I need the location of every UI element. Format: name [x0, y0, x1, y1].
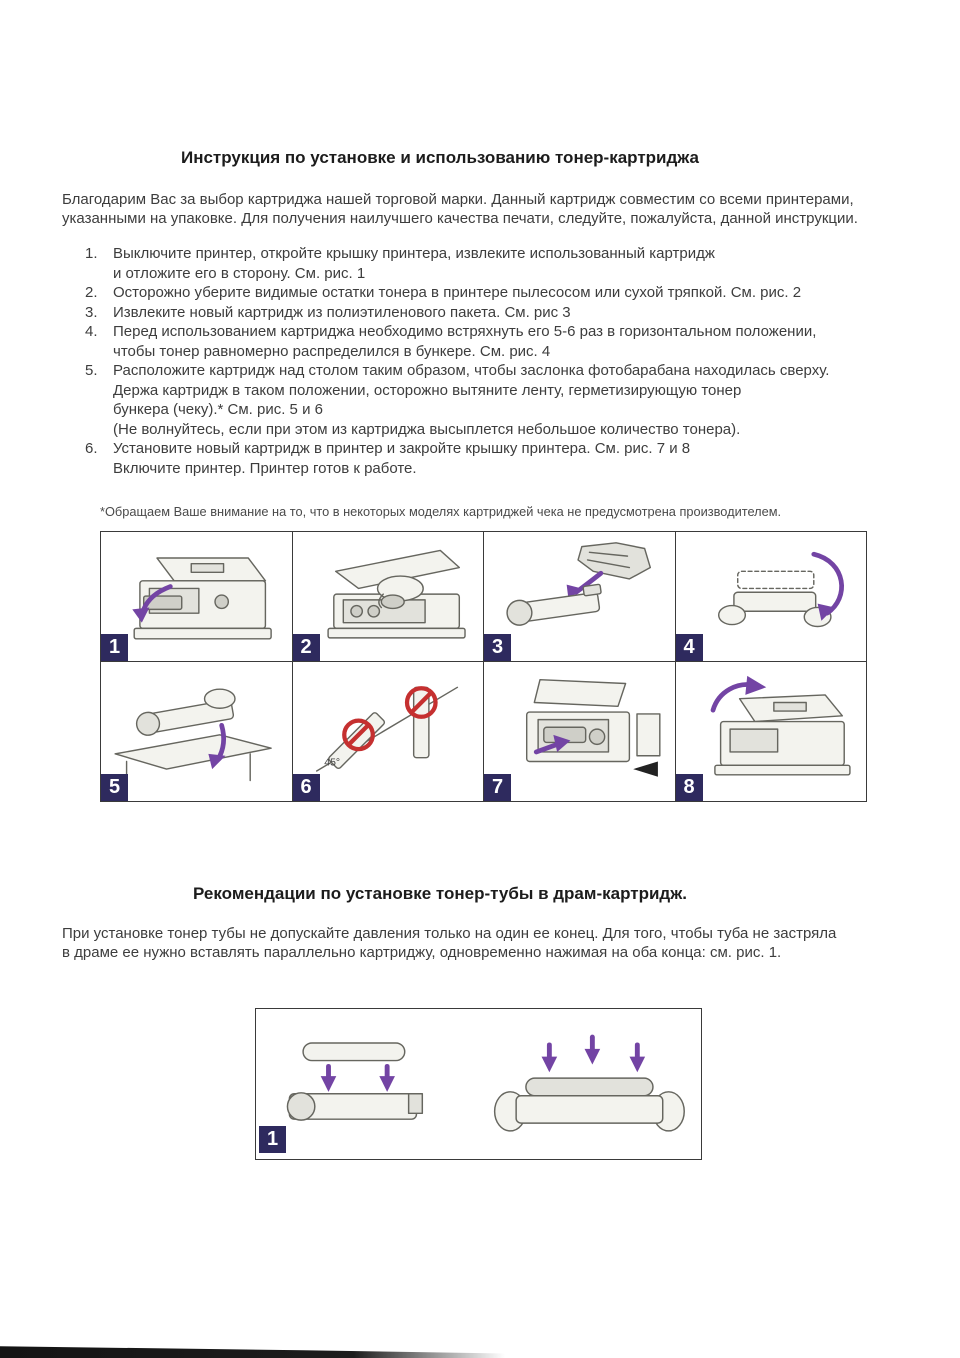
purple-curved-arrow-icon: [710, 675, 766, 713]
detail-part-icon: [636, 712, 661, 756]
step-item-6: 6. Установите новый картридж в принтер и…: [85, 439, 920, 478]
step-number: 3.: [85, 303, 98, 321]
figure-cell-4: 4: [675, 532, 867, 662]
figure-number-badge: 4: [675, 634, 703, 661]
step-text: Перед использованием картриджа необходим…: [113, 323, 817, 360]
unpack-cartridge-illustration: [506, 541, 652, 626]
pull-seal-tape-illustration: [114, 688, 273, 785]
figure-number-badge: 1: [101, 634, 128, 661]
footnote: *Обращаем Ваше внимание на то, что в нек…: [100, 504, 782, 519]
figure-grid: 1 2: [100, 531, 867, 802]
close-printer-lid-illustration: [710, 675, 851, 775]
purple-arrow-icon: [629, 1042, 645, 1073]
figure-cell-2: 2: [292, 532, 484, 662]
purple-curved-arrow-icon: [811, 551, 844, 621]
figure-number-badge: 5: [101, 774, 128, 801]
step-item-3: 3. Извлеките новый картридж из полиэтиле…: [85, 303, 920, 323]
drum-cartridge-icon: [514, 1077, 663, 1124]
figure-cell-6: 45° 6: [292, 662, 484, 802]
step-item-2: 2. Осторожно уберите видимые остатки тон…: [85, 283, 920, 303]
figure-cell-7: 7: [484, 662, 676, 802]
hand-icon: [204, 688, 236, 709]
step-text: Извлеките новый картридж из полиэтиленов…: [113, 303, 571, 321]
figure-cell-1: 1: [101, 532, 293, 662]
cloth-icon: [380, 593, 405, 609]
figure-box-drum: 1: [255, 1008, 702, 1160]
step-number: 1.: [85, 245, 98, 262]
step-text: Установите новый картридж в принтер и за…: [113, 440, 691, 477]
figure-cell-5: 5: [101, 662, 293, 802]
step-number: 4.: [85, 323, 98, 340]
purple-arrow-icon: [534, 734, 571, 754]
figure-number-badge: 1: [259, 1126, 286, 1153]
step-text: Расположите картридж над столом таким об…: [113, 362, 830, 438]
purple-arrow-icon: [541, 1042, 557, 1073]
step-item-5: 5. Расположите картридж над столом таким…: [85, 361, 920, 439]
prohibition-sign-icon: [341, 717, 375, 751]
step-item-1: 1. Выключите принтер, откройте крышку пр…: [85, 244, 920, 283]
section2-paragraph: При установке тонер тубы не допускайте д…: [62, 925, 837, 961]
steps-list: 1. Выключите принтер, откройте крышку пр…: [85, 244, 920, 478]
toner-tube-icon: [301, 1042, 405, 1062]
toner-tube-installation-illustration: [286, 1034, 685, 1132]
step-text: Осторожно уберите видимые остатки тонера…: [113, 284, 802, 301]
insert-cartridge-illustration: [526, 678, 661, 777]
shake-cartridge-illustration: [717, 551, 844, 627]
section2-title: Рекомендации по установке тонер-тубы в д…: [193, 884, 687, 903]
toner-cartridge-icon: [732, 591, 817, 612]
figure-number-badge: 7: [484, 774, 511, 801]
purple-arrow-icon: [584, 1034, 600, 1065]
step-number: 2.: [85, 284, 98, 301]
figure-number-badge: 3: [484, 634, 511, 661]
purple-arrow-icon: [208, 722, 227, 769]
purple-arrow-icon: [132, 583, 173, 623]
figure-cell-3: 3: [484, 532, 676, 662]
clean-printer-inside-illustration: [327, 549, 466, 639]
step-number: 6.: [85, 440, 98, 457]
page-title: Инструкция по установке и использованию …: [180, 148, 700, 167]
plastic-bag-icon: [577, 541, 652, 580]
prohibition-sign-icon: [404, 685, 438, 719]
purple-arrow-icon: [378, 1063, 395, 1092]
step-item-4: 4. Перед использованием картриджа необхо…: [85, 322, 920, 361]
intro-paragraph: Благодарим Вас за выбор картриджа нашей …: [62, 191, 858, 227]
angle-annotation: 45°: [324, 757, 340, 768]
step-number: 5.: [85, 362, 98, 379]
table-icon: [114, 733, 273, 770]
scan-edge-artifact: [0, 1346, 505, 1358]
printer-remove-cartridge-illustration: [132, 556, 273, 640]
figure-number-badge: 2: [292, 634, 320, 661]
purple-arrow-icon: [320, 1063, 336, 1092]
black-arrow-icon: [633, 760, 659, 777]
figure-number-badge: 8: [675, 774, 703, 801]
step-text: Выключите принтер, откройте крышку принт…: [113, 245, 715, 282]
figure-cell-8: 8: [675, 662, 867, 802]
wrong-angle-prohibition-illustration: 45°: [315, 685, 458, 772]
toner-cartridge-icon: [136, 698, 235, 736]
drum-cartridge-icon: [286, 1092, 423, 1121]
hand-icon: [717, 604, 746, 625]
figure-number-badge: 6: [292, 774, 320, 801]
toner-cartridge-icon: [506, 583, 602, 626]
